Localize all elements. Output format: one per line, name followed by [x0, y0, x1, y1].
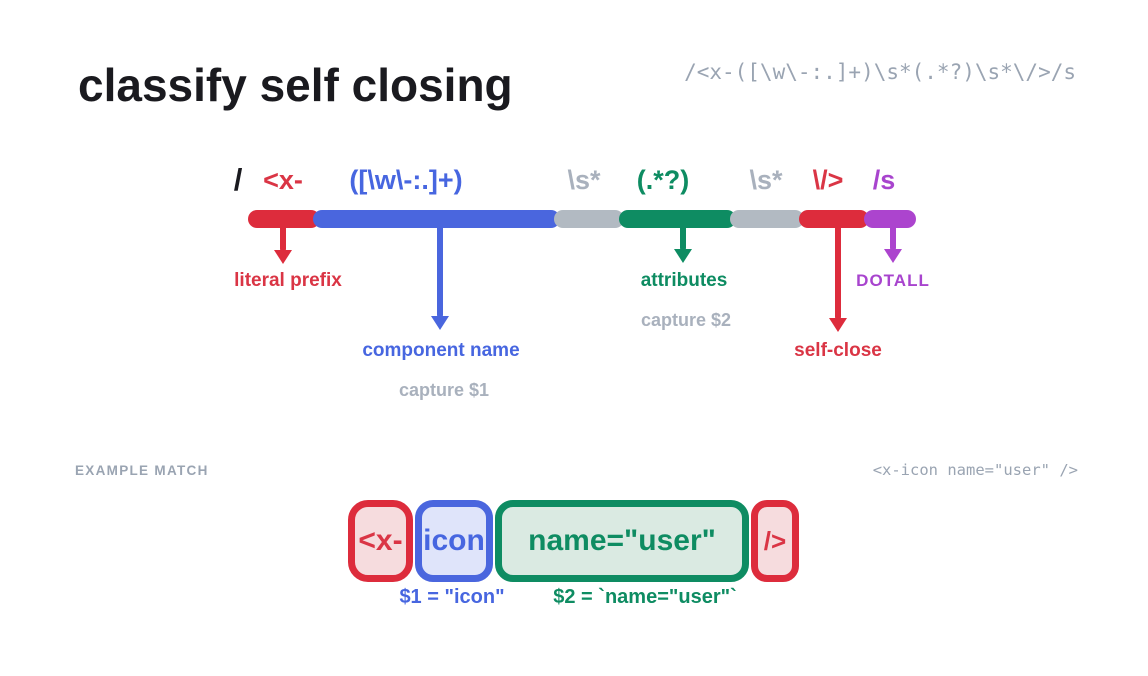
example-match-heading: EXAMPLE MATCH: [75, 463, 209, 478]
match-box-self-close: />: [751, 500, 799, 582]
annotation-dotall: DOTALL: [856, 271, 930, 290]
bar-segment-component-name: [313, 210, 560, 228]
match-box-component-name: icon: [415, 500, 493, 582]
match-box-attributes-text: name="user": [528, 524, 716, 557]
regex-token-self-close: \/>: [812, 165, 844, 195]
regex-token-whitespace-2: \s*: [749, 165, 783, 195]
annotation-capture-2: capture $2: [640, 310, 732, 330]
regex-delimiter-token: /: [233, 162, 243, 197]
regex-token-dotall-flag: /s: [872, 165, 896, 195]
annotation-attributes: attributes: [640, 270, 728, 291]
annotation-literal-prefix: literal prefix: [234, 270, 342, 291]
capture-1-value-label: $1 = "icon": [399, 586, 505, 608]
regex-token-literal-prefix: <x-: [263, 165, 303, 195]
match-box-literal-prefix-text: <x-: [358, 524, 403, 557]
match-box-self-close-text: />: [763, 525, 787, 556]
page-title: classify self closing: [78, 59, 513, 111]
annotation-self-close: self-close: [794, 340, 882, 361]
match-box-component-name-text: icon: [423, 524, 485, 557]
bar-segment-whitespace-1: [554, 210, 624, 228]
regex-token-component-name: ([\w\-:.]+): [349, 165, 463, 195]
bar-segment-self-close: [799, 210, 869, 228]
full-regex-code: /<x-([\w\-:.]+)\s*(.*?)\s*\/>/s: [684, 60, 1076, 84]
bar-segment-literal-prefix: [248, 210, 320, 228]
match-box-attributes: name="user": [495, 500, 749, 582]
bar-segment-dotall-flag: [864, 210, 916, 228]
regex-token-whitespace-1: \s*: [567, 165, 601, 195]
example-match-code: <x-icon name="user" />: [872, 461, 1078, 479]
match-box-literal-prefix: <x-: [348, 500, 413, 582]
annotation-capture-1: capture $1: [398, 380, 490, 400]
annotation-component-name: component name: [362, 340, 520, 361]
bar-segment-attributes: [619, 210, 736, 228]
regex-token-attributes: (.*?): [636, 165, 690, 195]
bar-segment-whitespace-2: [730, 210, 804, 228]
capture-2-value-label: $2 = `name="user"`: [553, 586, 737, 608]
